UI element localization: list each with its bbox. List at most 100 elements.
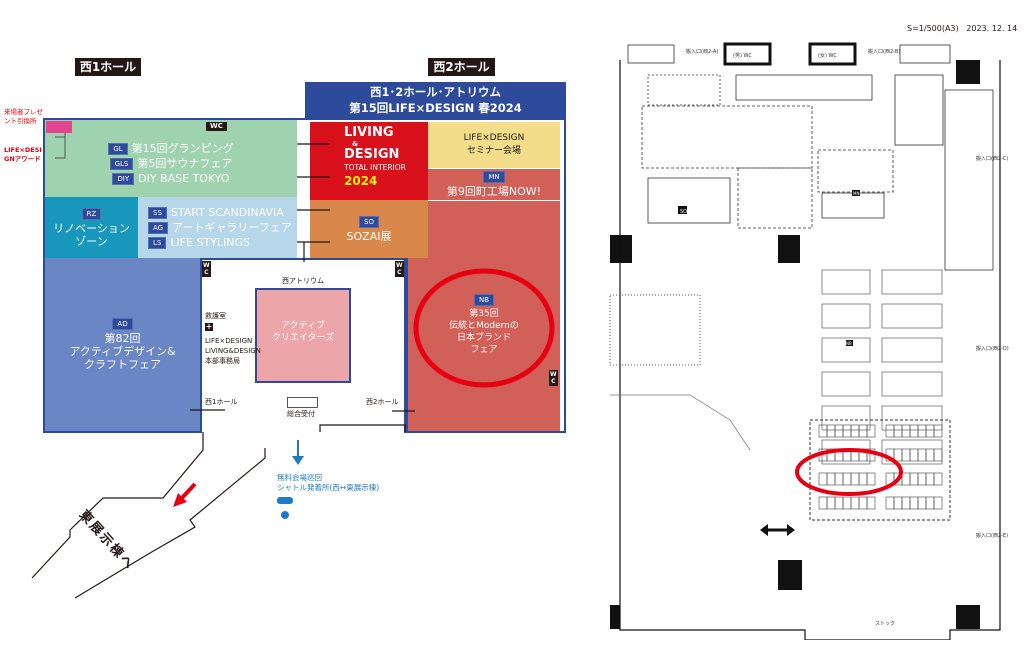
shuttle-line: シャトル発着所(西↔東展示棟) xyxy=(277,483,380,492)
title-line2: 第15回LIFE×DESIGN 春2024 xyxy=(349,101,522,115)
gift-annotation: 来場者プレゼント引換所 xyxy=(4,108,43,125)
booth xyxy=(842,424,852,438)
zone-name: セミナー会場 xyxy=(466,146,521,156)
code-badge: GLS xyxy=(109,157,134,170)
booth xyxy=(866,424,876,438)
booth xyxy=(881,269,943,295)
first-aid-icon: + xyxy=(205,322,213,331)
zone-seminar: LIFE×DESIGN セミナー会場 xyxy=(428,122,560,168)
logo-sub: TOTAL INTERIOR xyxy=(344,163,406,172)
wc-women: (女) WC xyxy=(818,52,837,59)
date-label: 2023. 12. 14 xyxy=(966,24,1018,33)
red-arrow xyxy=(178,482,197,502)
booth xyxy=(933,472,943,486)
office-line: 本部事務局 xyxy=(205,357,240,365)
event-title: 西1･2ホール･アトリウム 第15回LIFE×DESIGN 春2024 xyxy=(305,82,566,118)
booth xyxy=(818,424,828,438)
booth xyxy=(850,472,860,486)
booth xyxy=(893,424,903,438)
booth xyxy=(909,424,919,438)
map-lines xyxy=(31,133,555,599)
booth xyxy=(834,472,844,486)
west2-door-label: 西2ホール xyxy=(366,398,399,406)
entrance-b: 搬入口(西2-B) xyxy=(868,48,900,55)
reception-label: 総合受付 xyxy=(287,410,315,418)
pin-icon xyxy=(281,511,289,519)
stock-label: ストック xyxy=(875,621,895,627)
code-badge: MN xyxy=(483,171,505,183)
highlight-circle xyxy=(795,448,903,496)
nb-code: NB xyxy=(846,341,852,346)
booth xyxy=(821,269,871,295)
entrance-c: 搬入口(西2-C) xyxy=(976,155,1008,162)
zone-name: LIFE×DESIGN xyxy=(463,133,525,143)
code-badge: AG xyxy=(148,221,169,234)
booth xyxy=(850,424,860,438)
zone-name: クラフトフェア xyxy=(84,358,161,371)
booth xyxy=(909,496,919,510)
booth xyxy=(821,337,871,363)
mn-marker xyxy=(852,190,860,196)
zone-name: 第5回サウナフェア xyxy=(137,157,233,170)
zone-living-design: LIVING & DESIGN TOTAL INTERIOR 2024 xyxy=(310,122,428,200)
zone-name: フェア xyxy=(470,345,498,355)
logo-amp: & xyxy=(352,140,359,148)
booth xyxy=(866,472,876,486)
booth xyxy=(901,496,911,510)
zone-ad: AD 第82回 アクティブデザイン& クラフトフェア xyxy=(45,258,200,431)
booth xyxy=(834,496,844,510)
booth xyxy=(881,337,943,363)
code-badge: AD xyxy=(112,318,133,330)
area-name: アクティブ xyxy=(280,321,325,331)
booth xyxy=(893,448,903,462)
wc-icon: WC xyxy=(206,122,227,131)
reception-desk xyxy=(287,397,318,408)
nb-marker xyxy=(846,340,853,346)
booth xyxy=(901,424,911,438)
booth xyxy=(909,448,919,462)
booth xyxy=(826,424,836,438)
so-code: SO xyxy=(680,209,687,215)
booth xyxy=(917,496,927,510)
zone-name: LIFE STYLINGS xyxy=(170,236,251,249)
booth xyxy=(881,405,943,431)
booth xyxy=(818,472,828,486)
car-icon xyxy=(277,497,293,504)
office-line: LIVING&DESIGN xyxy=(205,347,261,355)
zone-nb-upper xyxy=(428,200,560,258)
entrance-e: 搬入口(西2-E) xyxy=(976,532,1008,539)
zone-name: 第35回 xyxy=(469,309,499,319)
award-annotation: LIFE×DESIGNアワード xyxy=(4,146,42,163)
area-name: クリエイターズ xyxy=(271,333,335,343)
connection-arrows xyxy=(190,143,415,412)
zone-name: リノベーション xyxy=(53,221,130,235)
booth xyxy=(881,303,943,329)
zone-name: ゾーン xyxy=(75,234,108,248)
logo-year: 2024 xyxy=(344,174,378,188)
booth xyxy=(866,496,876,510)
booth xyxy=(901,448,911,462)
office-label: LIFE×DESIGN LIVING&DESIGN 本部事務局 xyxy=(205,336,261,366)
zone-name: START SCANDINAVIA xyxy=(170,206,284,219)
booth xyxy=(866,448,876,462)
zone-name: アートギャラリーフェア xyxy=(172,221,292,234)
booth xyxy=(834,424,844,438)
logo-line: LIVING xyxy=(344,125,394,140)
zone-so: SO SOZAI展 xyxy=(310,200,428,258)
office-line: LIFE×DESIGN xyxy=(205,337,253,345)
booth xyxy=(842,472,852,486)
west1-door-label: 西1ホール xyxy=(205,398,238,406)
entrance-d: 搬入口(西2-D) xyxy=(976,345,1009,352)
floor-plan-svg: SO MN NB 搬入口(西2-A) 搬入口(西2-B) 搬入口(西2-C) 搬… xyxy=(609,42,1009,640)
booth xyxy=(933,448,943,462)
zone-name: アクティブデザイン& xyxy=(69,345,176,358)
code-badge: SS xyxy=(148,206,167,219)
booth xyxy=(925,472,935,486)
wc-men: (男) WC xyxy=(733,53,752,59)
